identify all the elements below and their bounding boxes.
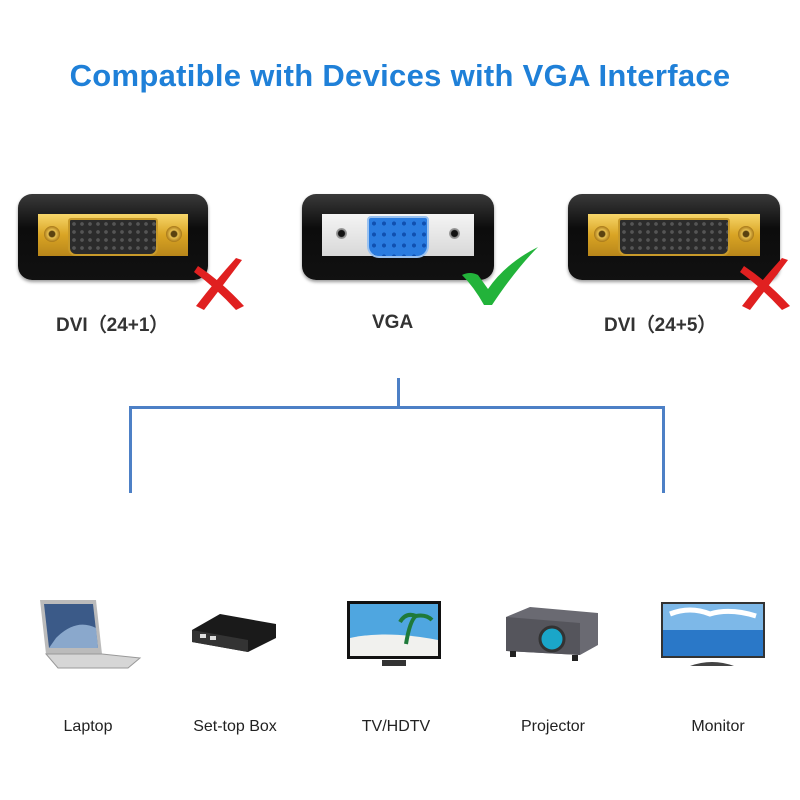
connector-line	[397, 378, 400, 409]
connector-line	[129, 406, 132, 493]
connector-label-dvi-24-1: DVI（24+1）	[56, 315, 169, 336]
dvi-24-1-connector-image	[18, 194, 208, 280]
check-icon	[462, 247, 538, 305]
device-label-set-top-box: Set-top Box	[193, 718, 277, 735]
screw-icon	[594, 226, 610, 242]
dvi-plate	[38, 214, 188, 256]
screw-icon	[738, 226, 754, 242]
device-label-monitor: Monitor	[691, 718, 745, 735]
dvi-24-5-connector-image	[568, 194, 780, 280]
vga-pin-block	[367, 216, 429, 258]
dvi-plate	[588, 214, 760, 256]
cross-icon	[194, 258, 244, 310]
screw-icon	[336, 228, 347, 239]
device-label-projector: Projector	[520, 718, 586, 735]
dvi-pin-block	[68, 218, 158, 256]
projector-icon	[506, 607, 598, 661]
set-top-box-icon	[192, 614, 276, 652]
dvi-pin-block	[618, 218, 730, 256]
screw-icon	[166, 226, 182, 242]
screw-icon	[449, 228, 460, 239]
cross-icon	[740, 258, 790, 310]
page-title: Compatible with Devices with VGA Interfa…	[69, 58, 731, 93]
connector-label-dvi-24-5: DVI（24+5）	[604, 315, 717, 336]
connector-line	[662, 406, 665, 493]
connector-label-vga: VGA	[372, 312, 414, 333]
screw-icon	[44, 226, 60, 242]
tv-icon	[347, 601, 441, 666]
connector-line	[129, 406, 665, 409]
device-label-tv: TV/HDTV	[361, 718, 431, 735]
monitor-icon	[661, 602, 765, 666]
device-label-laptop: Laptop	[63, 718, 113, 735]
vga-plate	[322, 214, 474, 258]
vga-connector-image	[302, 194, 494, 280]
laptop-icon	[40, 600, 142, 669]
